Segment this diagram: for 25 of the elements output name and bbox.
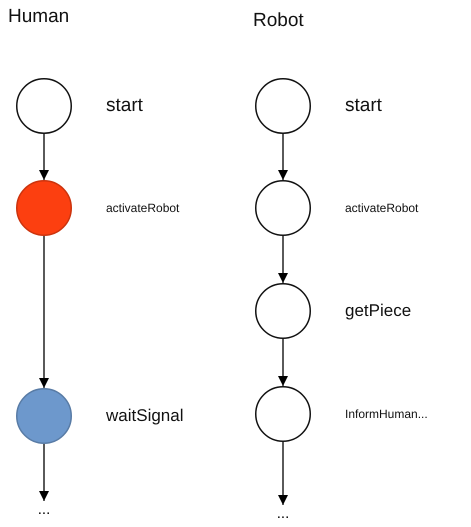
circle-node	[255, 180, 311, 236]
node-label: InformHuman...	[345, 406, 428, 422]
circle-node	[16, 78, 72, 134]
arrow	[278, 236, 288, 283]
circle-node	[255, 78, 311, 134]
node-label: start	[345, 94, 382, 118]
arrow	[39, 236, 49, 388]
lane-title: Robot	[253, 10, 304, 32]
ellipsis-text: ...	[36, 501, 52, 519]
arrow	[278, 134, 288, 180]
ellipsis-text: ...	[276, 505, 290, 523]
arrow	[39, 134, 49, 180]
arrow	[278, 339, 288, 386]
circle-node	[255, 283, 311, 339]
lane-title: Human	[8, 6, 70, 28]
node-label: getPiece	[345, 300, 412, 322]
circle-node	[16, 388, 72, 444]
circle-node	[255, 386, 311, 442]
arrow	[278, 442, 288, 505]
arrow	[39, 444, 49, 501]
node-label: start	[106, 94, 143, 118]
node-label: activateRobot	[345, 200, 418, 216]
circle-node	[16, 180, 72, 236]
node-label: waitSignal	[106, 406, 184, 426]
node-label: activateRobot	[106, 200, 180, 216]
